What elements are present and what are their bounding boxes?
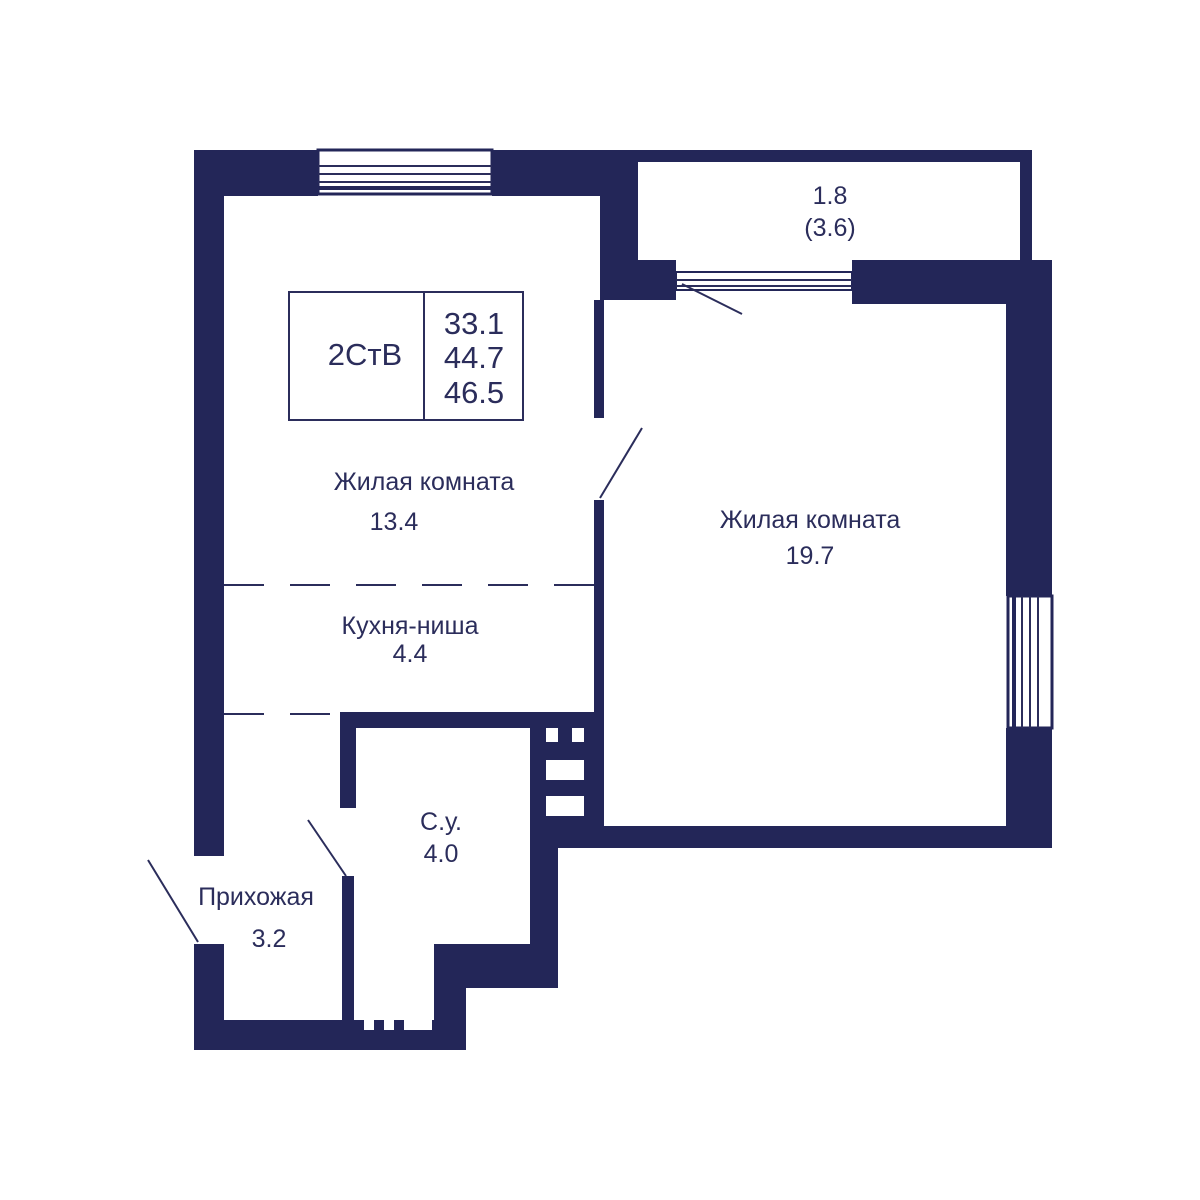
area-total: 44.7	[444, 340, 504, 375]
bath-left-upper	[340, 712, 356, 808]
balcony-right	[1020, 150, 1032, 262]
wall-top-mid	[492, 150, 600, 196]
room-name-hallway: Прихожая	[198, 883, 314, 911]
room-name-living-right: Жилая комната	[720, 506, 901, 534]
partition-upper	[594, 300, 604, 418]
wall-left-upper	[194, 150, 224, 856]
wall-right-upper	[1006, 260, 1052, 596]
room-area-bathroom: 4.0	[424, 840, 459, 868]
window-right	[1006, 594, 1054, 730]
wall-bottom-left	[194, 1020, 348, 1050]
info-box: 2СтВ 33.1 44.7 46.5	[288, 291, 524, 421]
balcony-area-full: (3.6)	[804, 214, 855, 242]
door-entrance	[147, 859, 199, 943]
room-name-kitchen: Кухня-ниша	[342, 612, 479, 640]
partition-lower	[594, 500, 604, 828]
wall-right-lower	[1006, 728, 1052, 848]
vent-opening	[384, 1008, 394, 1030]
wall-column-lip	[600, 260, 676, 300]
walls	[194, 150, 1052, 1050]
wall-bath-right	[530, 826, 558, 988]
shaft-opening	[546, 728, 558, 742]
shaft-opening	[546, 760, 584, 780]
area-total-balcony: 46.5	[444, 375, 504, 410]
room-area-living-right: 19.7	[786, 542, 835, 570]
shaft-opening	[572, 728, 584, 742]
balcony-top	[628, 150, 1032, 162]
balcony-area: 1.8	[813, 182, 848, 210]
door-bathroom	[307, 819, 347, 877]
vent-opening	[364, 1008, 374, 1030]
room-area-living-left: 13.4	[370, 508, 419, 536]
window-top	[316, 148, 494, 196]
room-name-bathroom: С.у.	[420, 808, 462, 836]
door-room	[599, 427, 643, 499]
plan-type: 2СтВ	[328, 337, 403, 372]
vent-opening	[404, 1008, 432, 1030]
bath-left-lower	[342, 876, 354, 1024]
wall-right-bottom	[530, 826, 1052, 848]
wall-right-top	[852, 260, 1052, 304]
area-living: 33.1	[444, 306, 504, 341]
balcony-door	[675, 271, 853, 315]
room-area-hallway: 3.2	[252, 925, 287, 953]
room-area-kitchen: 4.4	[393, 640, 428, 668]
shaft-openings	[364, 728, 584, 1030]
shaft-opening	[546, 796, 584, 816]
doors	[147, 427, 643, 943]
room-name-living-left: Жилая комната	[334, 468, 515, 496]
